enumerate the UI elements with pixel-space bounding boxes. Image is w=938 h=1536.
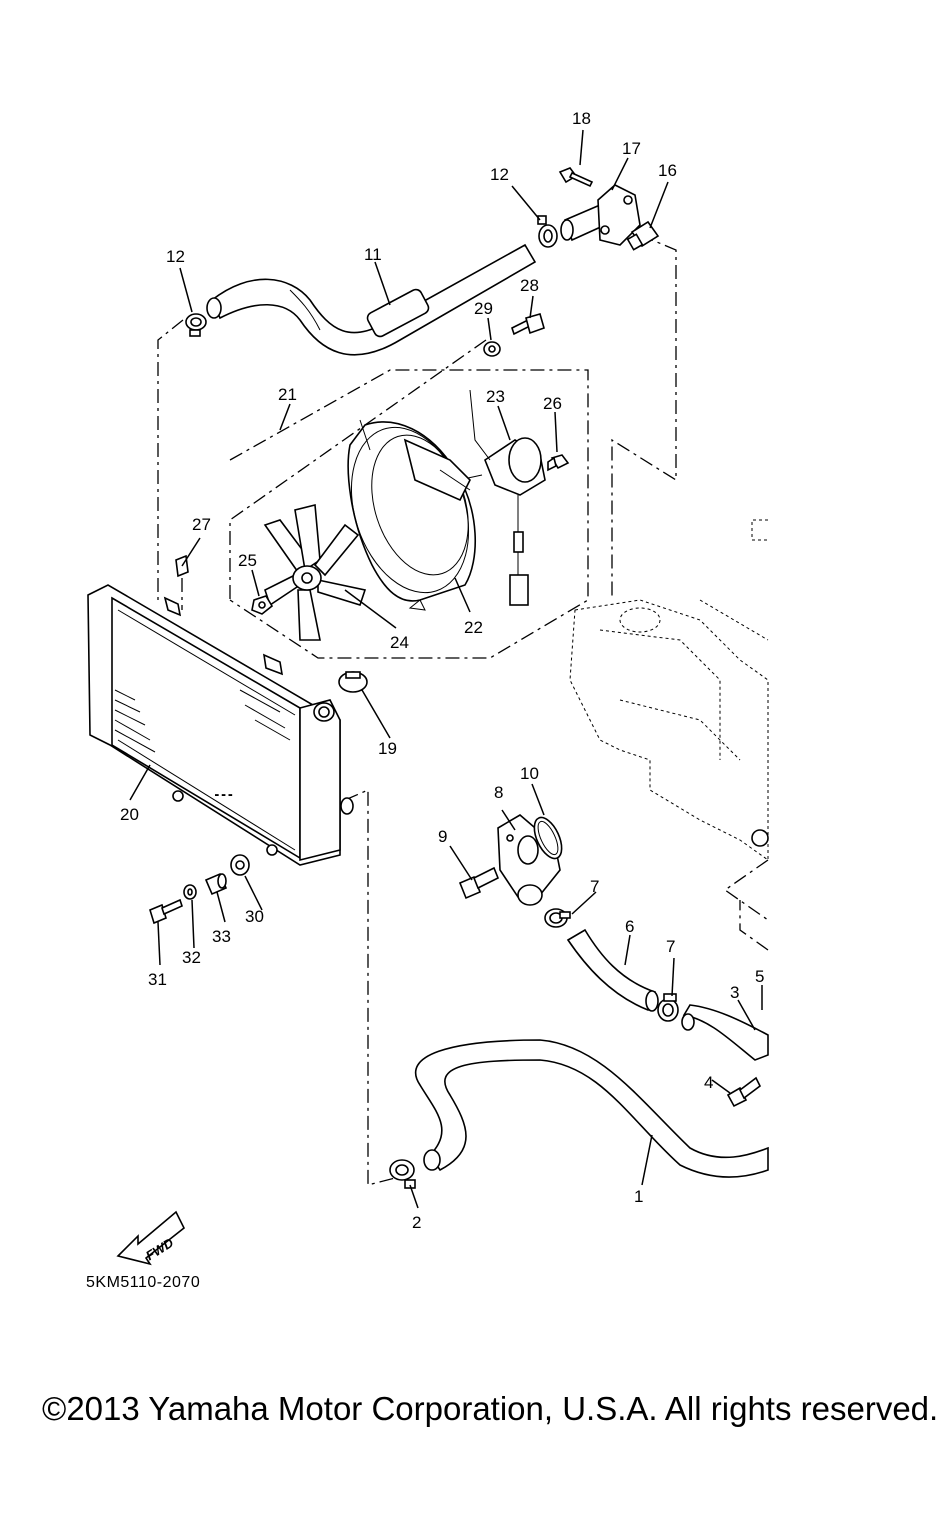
sensor-16: [626, 220, 660, 251]
washer-32: [183, 884, 197, 900]
grommet-30: [230, 854, 250, 876]
clamp-2: [389, 1159, 416, 1189]
label-28: 28: [520, 276, 539, 295]
svg-text:- - -: - - -: [215, 789, 232, 801]
label-5: 5: [755, 967, 764, 986]
callout-labels: 18 17 16 12 12 11 28 29 21 23 26 27 25 2…: [120, 109, 764, 1232]
label-12-left: 12: [166, 247, 185, 266]
label-29: 29: [474, 299, 493, 318]
clamp-7-lower: [657, 993, 679, 1022]
label-32: 32: [182, 948, 201, 967]
label-24: 24: [390, 633, 409, 652]
label-1: 1: [634, 1187, 643, 1206]
collar-33: [204, 872, 228, 896]
label-16: 16: [658, 161, 677, 180]
label-7-upper: 7: [590, 877, 599, 896]
o-ring-10: [533, 816, 563, 860]
bolt-18: [558, 167, 594, 188]
hose-1: [414, 1039, 769, 1178]
label-23: 23: [486, 387, 505, 406]
label-9: 9: [438, 827, 447, 846]
clamp-12-left: [185, 313, 207, 337]
label-10: 10: [520, 764, 539, 783]
label-6: 6: [625, 917, 634, 936]
label-11: 11: [364, 245, 382, 264]
radiator-cap-19: [338, 671, 368, 693]
hose-11: [206, 243, 537, 356]
label-8: 8: [494, 783, 503, 802]
label-30: 30: [245, 907, 264, 926]
label-27: 27: [192, 515, 211, 534]
label-3: 3: [730, 983, 739, 1002]
fan-shroud-22: [347, 419, 477, 611]
bolt-31: [149, 898, 183, 925]
label-25: 25: [238, 551, 257, 570]
label-2: 2: [412, 1213, 421, 1232]
thermostat-housing-17: [560, 184, 641, 246]
label-19: 19: [378, 739, 397, 758]
label-26: 26: [543, 394, 562, 413]
label-20: 20: [120, 805, 139, 824]
label-18: 18: [572, 109, 591, 128]
engine-outline: [569, 519, 769, 861]
label-12-upper: 12: [490, 165, 509, 184]
bolt-9: [458, 866, 500, 900]
label-17: 17: [622, 139, 641, 158]
fan-24: [263, 503, 367, 641]
washer-29: [483, 341, 501, 357]
bolt-26: [547, 454, 570, 472]
parts-diagram: - - -: [87, 109, 769, 1266]
hose-6: [566, 928, 659, 1012]
diagram-code: 5KM5110-2070: [86, 1274, 201, 1291]
hose-3: [681, 1004, 769, 1061]
label-4: 4: [704, 1073, 713, 1092]
leader-lines: [129, 129, 763, 1209]
label-31: 31: [148, 970, 167, 989]
label-33: 33: [212, 927, 231, 946]
label-22: 22: [464, 618, 483, 637]
label-21: 21: [278, 385, 297, 404]
fan-motor-23: [467, 389, 546, 606]
nut-25: [251, 595, 274, 615]
clamp-7-upper: [544, 908, 571, 928]
copyright-notice: ©2013 Yamaha Motor Corporation, U.S.A. A…: [42, 1390, 938, 1427]
label-7-lower: 7: [666, 937, 675, 956]
assembly-lines: [157, 234, 769, 1186]
bolt-4: [726, 1076, 762, 1108]
clamp-12-upper: [537, 215, 558, 248]
radiator-20: - - -: [87, 584, 354, 866]
bolt-28: [511, 313, 545, 336]
fwd-arrow-icon: FWD: [116, 1210, 186, 1266]
